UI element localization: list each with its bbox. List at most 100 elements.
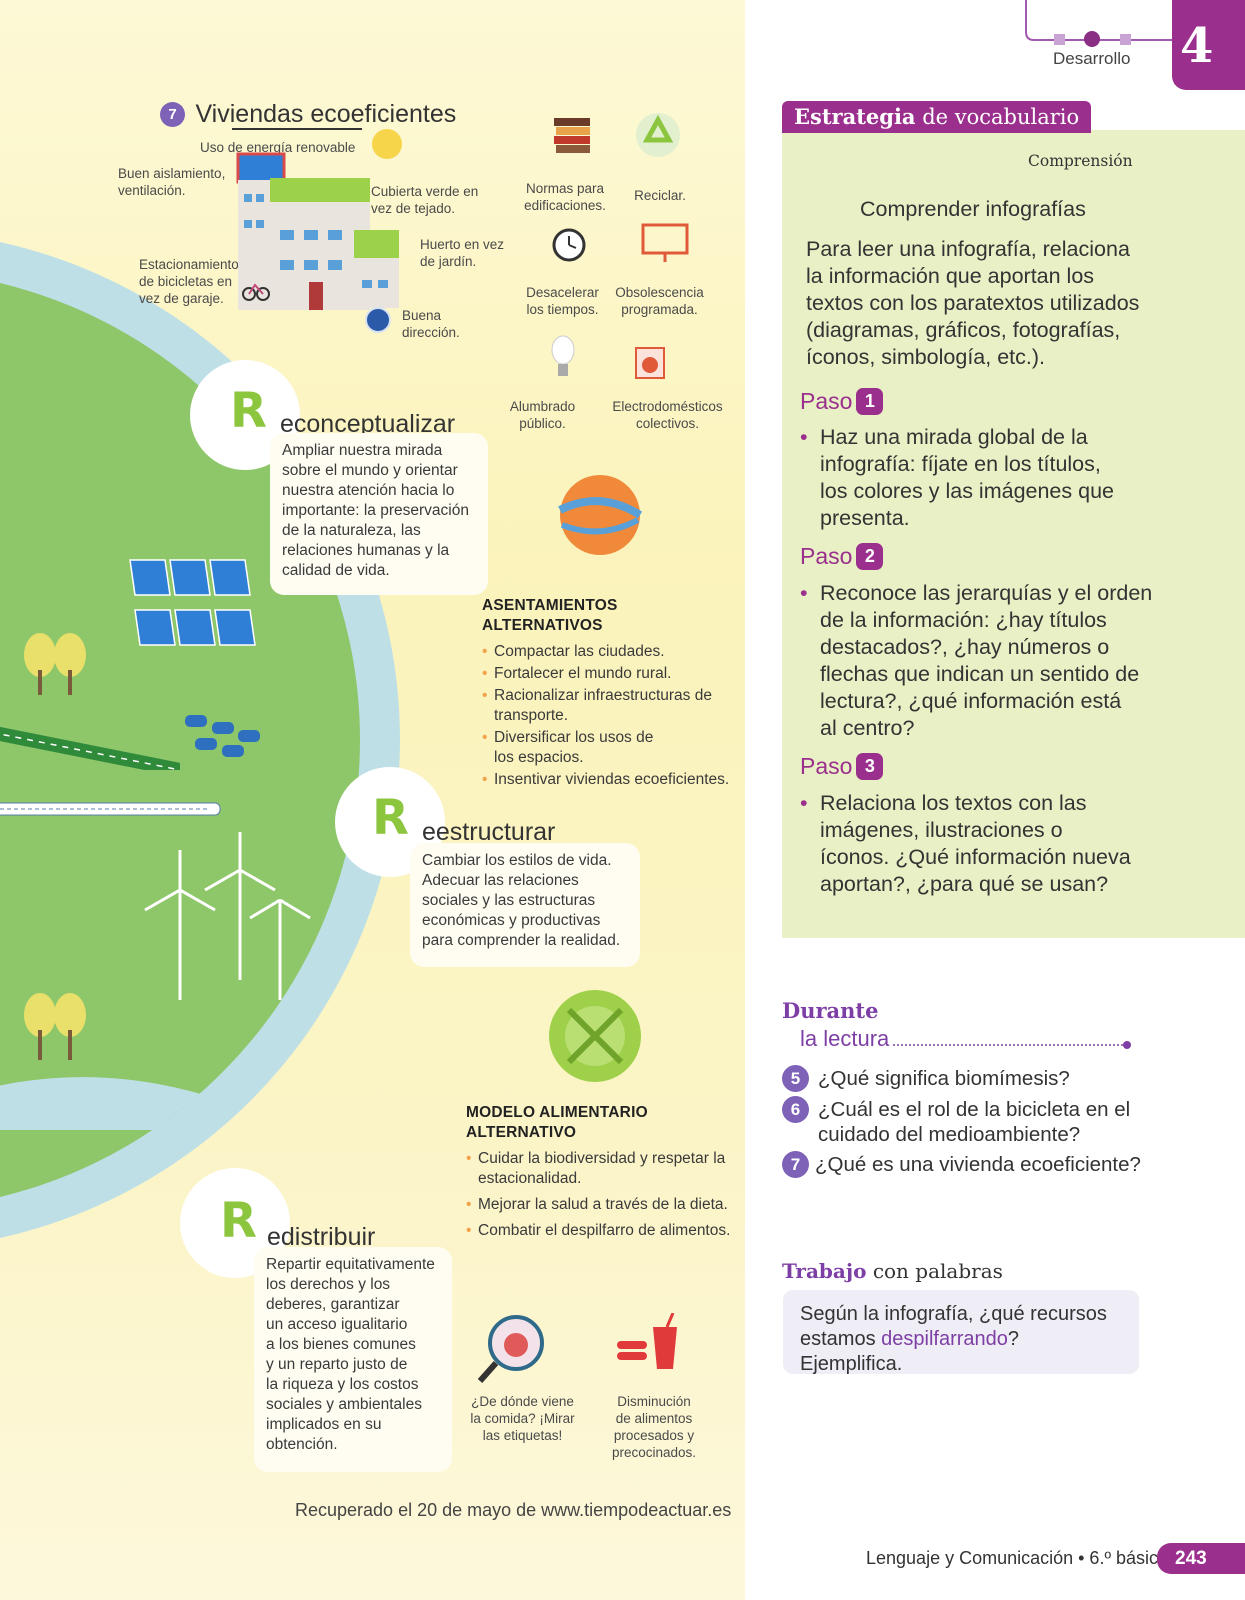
paso-number: 2: [856, 543, 884, 570]
question-text: ¿Cuál es el rol de la bicicleta en el cu…: [818, 1097, 1238, 1147]
viviendas-heading: 7 Viviendas ecoeficientes: [160, 100, 456, 129]
eco-house-illustration: [236, 152, 399, 310]
strategy-tab-bold: Estrategia: [794, 104, 916, 129]
strategy-intro: Para leer una infografía, relaciona la i…: [806, 236, 1236, 371]
r-letter: R: [230, 383, 267, 439]
bicycle-icon: [242, 283, 270, 301]
paso-text: Paso: [800, 753, 853, 779]
label-alumbrado: Alumbrado público.: [509, 399, 576, 431]
compass-icon: [365, 307, 391, 333]
washing-machine-icon: [635, 347, 665, 379]
magnifier-food-icon: [477, 1315, 544, 1383]
text-line: la riqueza y los costos: [266, 1376, 419, 1393]
list-item: Mejorar la salud a través de la dieta.: [466, 1195, 741, 1215]
text-line: sociales y ambientales: [266, 1396, 422, 1413]
question-text: ¿Qué es una vivienda ecoeficiente?: [815, 1152, 1235, 1177]
trabajo-title-rest: con palabras: [872, 1259, 1003, 1283]
redistribuir-text: Repartir equitativamente los derechos y …: [254, 1247, 452, 1472]
modelo-list: Cuidar la biodiversidad y respetar la es…: [466, 1149, 741, 1241]
solar-panels-illustration: [129, 559, 256, 646]
modelo-section: MODELO ALIMENTARIO ALTERNATIVO Cuidar la…: [466, 1103, 741, 1241]
durante-title: Durante: [782, 998, 879, 1023]
road-illustration: [0, 726, 180, 770]
reconceptualizar-text: Ampliar nuestra mirada sobre el mundo y …: [270, 433, 488, 595]
text-line: flechas que indican un sentido de: [820, 662, 1140, 686]
books-stack-icon: [554, 118, 590, 153]
label-electrodomesticos: Electrodomésticos colectivos.: [612, 399, 723, 431]
text-line: al centro?: [820, 716, 915, 740]
text-line: Reconoce las jerarquías y el orden: [820, 581, 1153, 605]
recycle-icon: [636, 113, 680, 157]
progress-tracker: [1025, 0, 1172, 47]
text-line: importante: la preservación: [282, 502, 469, 519]
page-number: 243: [1157, 1543, 1245, 1574]
text-line: sociales y las estructuras: [422, 892, 596, 909]
paso-3-text: Relaciona los textos con las imágenes, i…: [800, 790, 1220, 898]
label-disminucion: Disminución de alimentos procesados y pr…: [611, 1394, 697, 1460]
text-line: presenta.: [820, 506, 910, 530]
trabajo-title: Trabajo con palabras: [782, 1259, 1003, 1283]
text-line: la información que aportan los: [806, 264, 1095, 288]
text-line: Cambiar los estilos de vida.: [422, 852, 612, 869]
text-line: Según la infografía, ¿qué recursos: [800, 1303, 1107, 1325]
list-item: Racionalizar infraestructuras de transpo…: [482, 686, 712, 726]
modelo-title-line1: MODELO ALIMENTARIO: [466, 1104, 648, 1121]
paso-text: Paso: [800, 388, 853, 414]
text-line: sobre el mundo y orientar: [282, 462, 458, 479]
question-text: ¿Qué significa biomímesis?: [818, 1066, 1238, 1091]
label-estacionamiento: Estacionamiento de bicicletas en vez de …: [139, 257, 239, 306]
durante-subtitle: la lectura: [800, 1026, 890, 1051]
text-line: íconos. ¿Qué información nueva: [820, 845, 1131, 869]
reestructurar-text: Cambiar los estilos de vida. Adecuar las…: [410, 843, 640, 967]
viviendas-title: Viviendas ecoeficientes: [195, 100, 457, 128]
number-badge: 7: [160, 102, 185, 127]
question-number: 6: [782, 1096, 809, 1123]
paso-text: Paso: [800, 543, 853, 569]
text-segment: ? Ejemplifica.: [800, 1328, 1020, 1375]
text-line: los colores y las imágenes que: [820, 479, 1114, 503]
label-comida: ¿De dónde viene la comida? ¡Mirar las et…: [470, 1394, 575, 1443]
label-reciclar: Reciclar.: [634, 188, 686, 203]
text-line: ¿Cuál es el rol de la bicicleta en el: [818, 1098, 1131, 1121]
text-line: ¿Qué significa biomímesis?: [818, 1067, 1070, 1090]
text-line: nuestra atención hacia lo: [282, 482, 455, 499]
monitor-icon: [641, 223, 689, 262]
chapter-number: 4: [1180, 18, 1214, 74]
trabajo-title-bold: Trabajo: [782, 1259, 867, 1283]
text-segment: estamos: [800, 1328, 882, 1350]
label-energia: Uso de energía renovable: [200, 140, 356, 155]
list-item: Insentivar viviendas ecoeficientes.: [482, 770, 742, 790]
fast-food-icon: [617, 1313, 677, 1369]
text-line: a los bienes comunes: [266, 1336, 416, 1353]
label-obsolescencia: Obsolescencia programada.: [615, 285, 704, 317]
text-line: Haz una mirada global de la: [820, 425, 1088, 449]
footer-subject: Lenguaje y Comunicación • 6.º básico: [866, 1548, 1169, 1568]
dotted-divider: [893, 1041, 1131, 1049]
strategy-heading: Comprender infografías: [860, 197, 1086, 221]
text-line: Para leer una infografía, relaciona: [806, 237, 1130, 261]
text-line: económicas y productivas: [422, 912, 601, 929]
trees-illustration: [24, 633, 86, 695]
text-line: los derechos y los: [266, 1276, 391, 1293]
label-huerto: Huerto en vez de jardín.: [420, 237, 505, 269]
label-normas: Normas para edificaciones.: [524, 181, 606, 213]
text-line: de la naturaleza, las: [282, 522, 421, 539]
list-item: Cuidar la biodiversidad y respetar la es…: [466, 1149, 741, 1189]
paso-2-text: Reconoce las jerarquías y el orden de la…: [800, 580, 1240, 742]
list-item: Combatir el despilfarro de alimentos.: [466, 1221, 741, 1241]
section-label: Desarrollo: [1053, 49, 1131, 68]
strategy-tab-rest: de vocabulario: [922, 105, 1080, 129]
text-line: textos con los paratextos utilizados: [806, 291, 1140, 315]
light-bulb-icon: [551, 335, 575, 376]
text-line: ¿Qué es una vivienda ecoeficiente?: [815, 1153, 1141, 1176]
asentamientos-title: ASENTAMIENTOS ALTERNATIVOS: [482, 597, 618, 634]
text-line: de la información: ¿hay títulos: [820, 608, 1107, 632]
text-line: Adecuar las relaciones: [422, 872, 579, 889]
text-line: (diagramas, gráficos, fotografías,: [806, 318, 1121, 342]
r-letter: R: [220, 1193, 257, 1249]
asentamientos-list: Compactar las ciudades. Fortalecer el mu…: [482, 642, 742, 790]
text-line: imágenes, ilustraciones o: [820, 818, 1063, 842]
text-line: cuidado del medioambiente?: [818, 1123, 1081, 1146]
